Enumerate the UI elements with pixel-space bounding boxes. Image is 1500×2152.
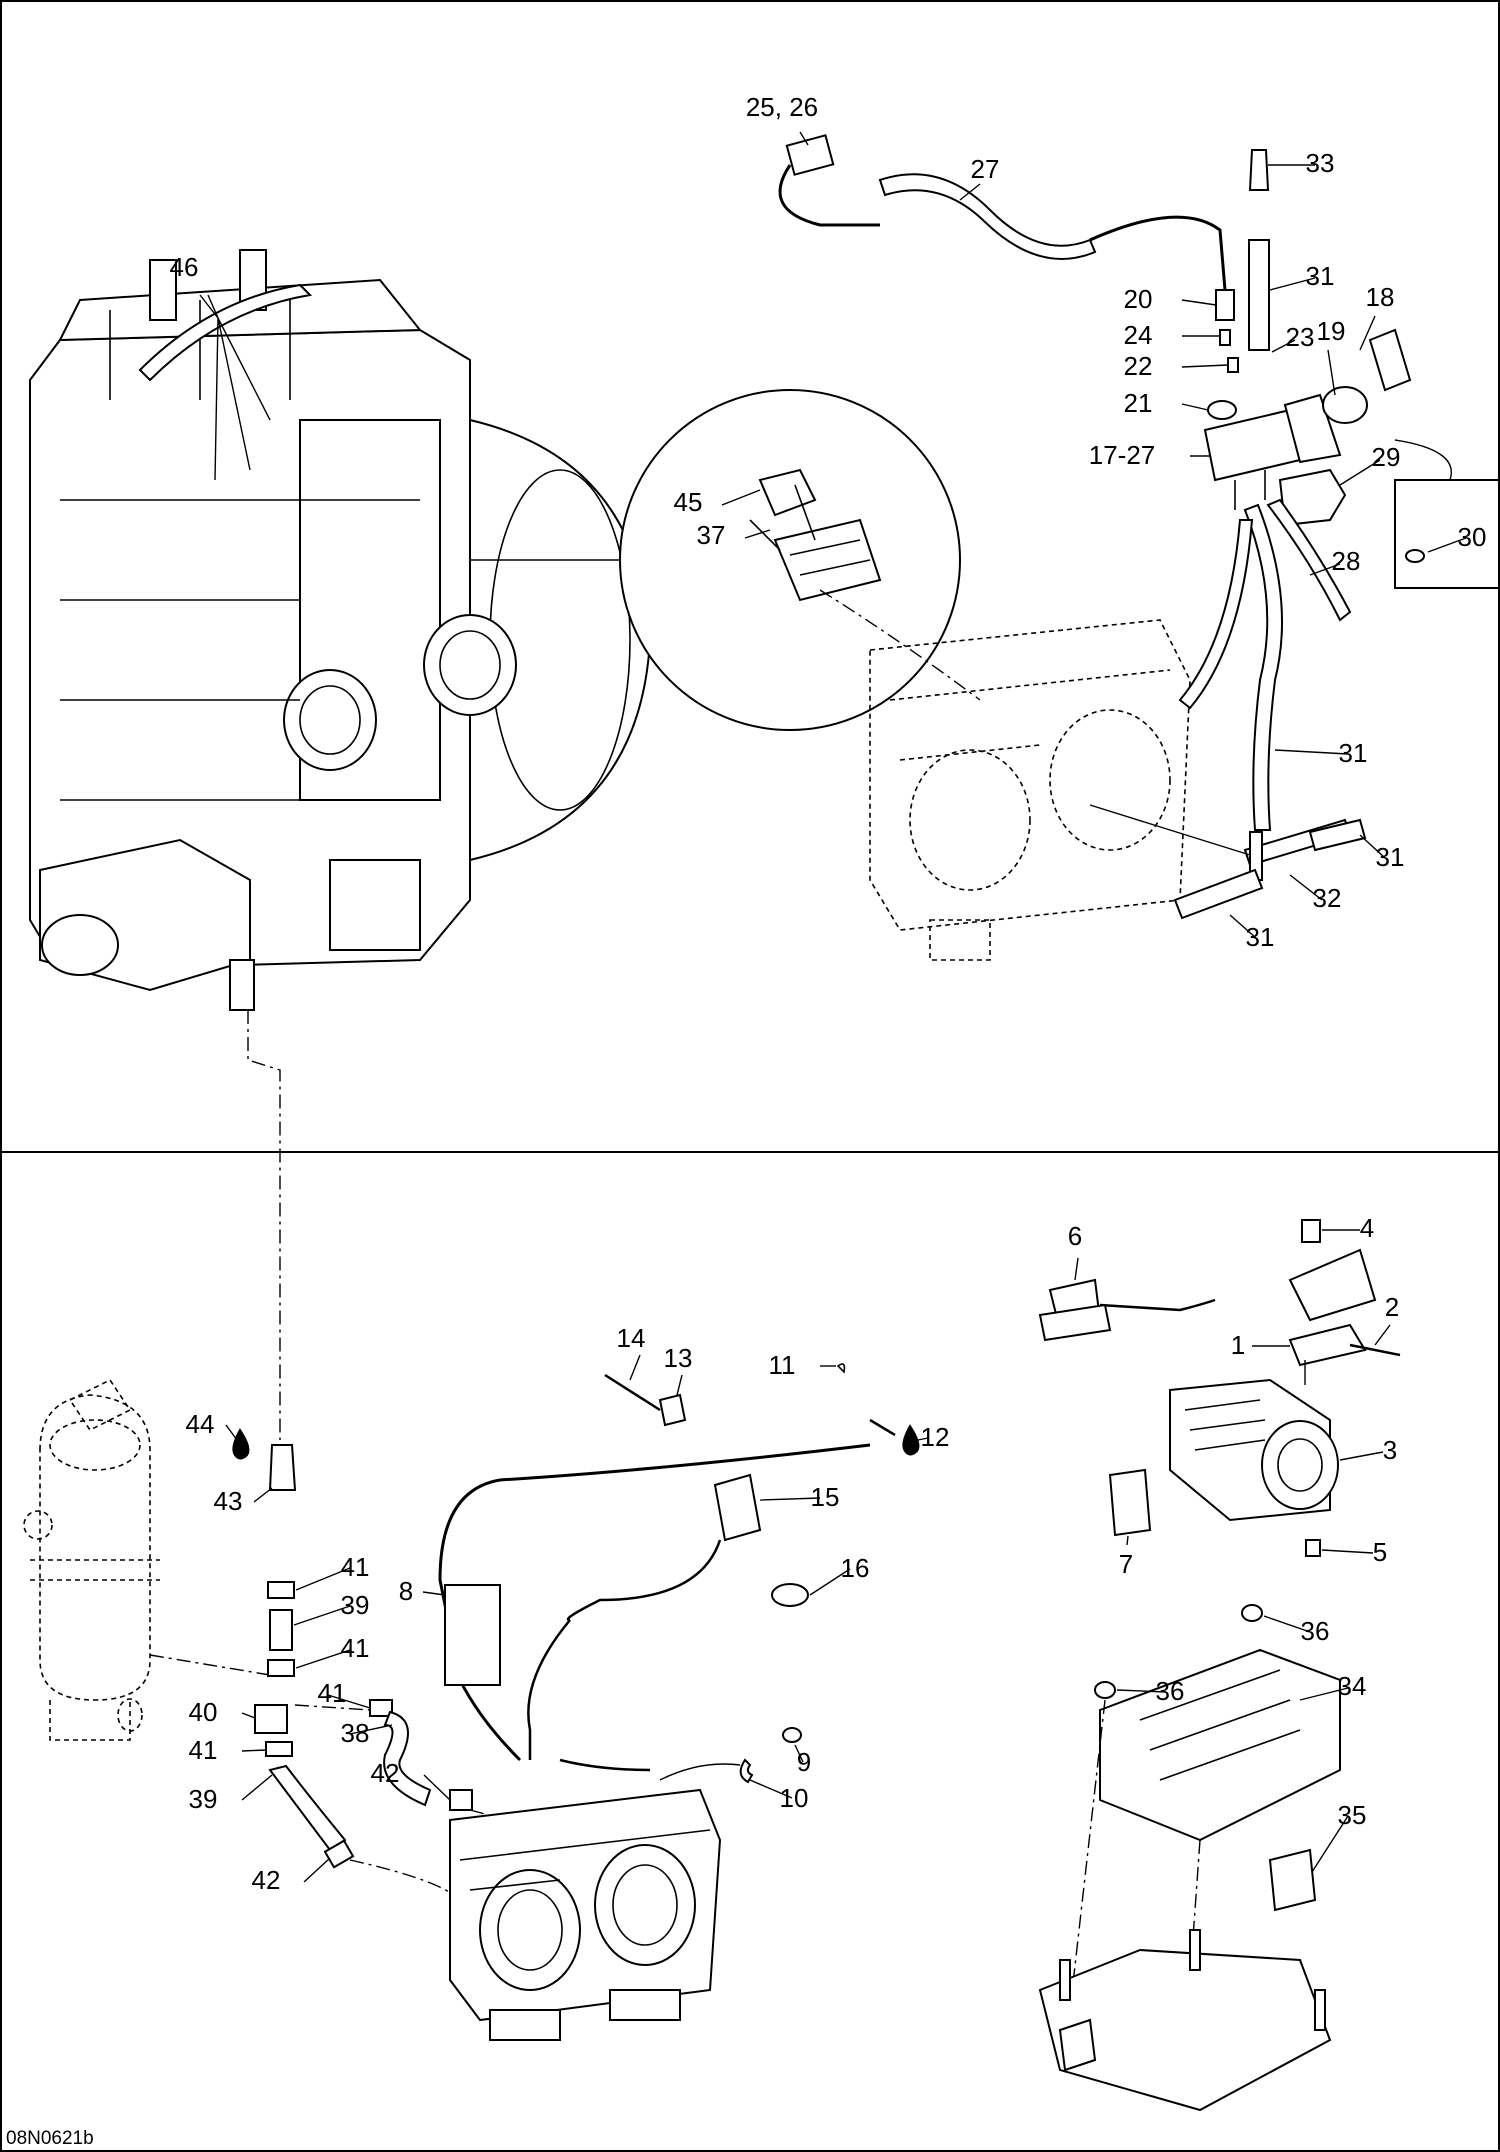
choke-lever-15-drawing [713,1473,762,1542]
wire-harness-drawing [778,134,1227,291]
callout-c41d: 41 [189,1735,218,1765]
air-silencer-cover-drawing [1094,1604,1341,1842]
callout-c12: 12 [921,1422,950,1452]
callout-c17_27: 17-27 [1089,440,1156,470]
callout-c31d: 31 [1246,922,1275,952]
callout-c16: 16 [841,1553,870,1583]
clip-10-drawing [739,1758,754,1784]
callout-c13: 13 [664,1343,693,1373]
pin-14-drawing [604,1373,661,1412]
callout-c35: 35 [1338,1800,1367,1830]
callout-c41b: 41 [341,1633,370,1663]
engine-assembly-drawing [29,249,652,1011]
callout-c43: 43 [214,1486,243,1516]
callout-c42b: 42 [252,1865,281,1895]
callout-c28: 28 [1332,546,1361,576]
callout-c3: 3 [1383,1435,1397,1465]
callout-c34: 34 [1338,1671,1367,1701]
callout-c7: 7 [1119,1549,1133,1579]
callout-c46: 46 [170,252,199,282]
washer-9-drawing [782,1727,802,1743]
callout-c33: 33 [1306,148,1335,178]
callout-c18: 18 [1366,282,1395,312]
callout-c41c: 41 [318,1678,347,1708]
callout-c44: 44 [186,1409,215,1439]
callout-c32: 32 [1313,883,1342,913]
oil-drop-44-icon [232,1428,250,1460]
nut-16-drawing [771,1583,809,1607]
oil-line-parts-drawing [254,1581,473,1869]
callout-c27: 27 [971,154,1000,184]
callout-c31b: 31 [1339,738,1368,768]
oil-tank-drawing [23,1378,160,1741]
fitting-43-drawing [268,1444,297,1491]
callout-c30: 30 [1458,522,1487,552]
callout-c9: 9 [797,1747,811,1777]
callout-c2: 2 [1385,1292,1399,1322]
clip-11-drawing [836,1363,846,1374]
callout-c15: 15 [811,1482,840,1512]
callout-c5: 5 [1373,1537,1387,1567]
fuel-valve-parts-drawing [1203,149,1412,510]
callout-c10: 10 [780,1783,809,1813]
callout-c1: 1 [1231,1330,1245,1360]
cable-end-13-drawing [658,1393,687,1427]
callout-c31c: 31 [1376,842,1405,872]
inset-box-30 [1394,479,1500,589]
throttle-handle-parts-drawing [1038,1219,1401,1557]
callout-c19: 19 [1317,316,1346,346]
callout-c4: 4 [1360,1213,1374,1243]
callout-c23: 23 [1286,322,1315,352]
callout-c6: 6 [1068,1221,1082,1251]
washer-30-drawing [1405,549,1425,563]
throttle-cable-drawing [438,1443,871,1772]
callout-c31a: 31 [1306,261,1335,291]
fuel-hoses-drawing [1173,498,1367,920]
hose-46-drawing [138,283,313,382]
callout-c38: 38 [341,1718,370,1748]
callout-c22: 22 [1124,351,1153,381]
callout-c21: 21 [1124,388,1153,418]
callout-c39a: 39 [341,1590,370,1620]
carburetor-assembly-bottom-drawing [449,1788,722,2041]
solenoid-valve-drawing [749,468,882,602]
callout-c45: 45 [674,487,703,517]
callout-c42a: 42 [371,1758,400,1788]
callout-c29: 29 [1372,442,1401,472]
callout-c40: 40 [189,1697,218,1727]
callout-c11: 11 [769,1350,796,1380]
callout-c37a: 37 [697,520,726,550]
callout-c14: 14 [617,1323,646,1353]
callout-c20: 20 [1124,284,1153,314]
callout-c36b: 36 [1156,1676,1185,1706]
drawing-code: 08N0621b [6,2128,94,2149]
callout-c25_26: 25, 26 [746,92,818,122]
callout-c8: 8 [399,1576,413,1606]
callout-c41a: 41 [341,1552,370,1582]
callout-c36a: 36 [1301,1616,1330,1646]
mounting-bracket-drawing [1038,1848,1332,2112]
callout-c24: 24 [1124,320,1153,350]
oil-drop-12-icon [902,1424,920,1456]
engine-to-fitting-line [247,1010,281,1440]
callout-c39b: 39 [189,1784,218,1814]
